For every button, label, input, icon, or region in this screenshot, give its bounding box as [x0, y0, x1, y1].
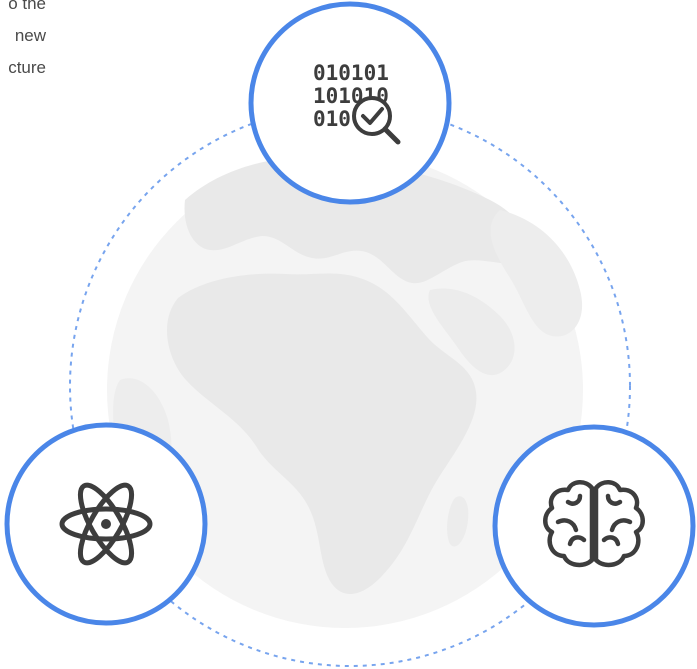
partial-text-line-3: cture — [8, 58, 46, 77]
node-data-analysis[interactable]: 010101 101010 010 — [248, 1, 452, 205]
orbit-ring — [69, 105, 631, 667]
atom-icon — [59, 482, 153, 566]
partial-text-line-1: o the — [8, 0, 46, 13]
partial-text-line-2: new — [14, 26, 46, 45]
node-intelligence[interactable] — [492, 424, 696, 628]
globe-background — [107, 152, 583, 628]
binary-data-magnifier-check-icon: 010101 101010 010 — [313, 61, 401, 145]
node-science[interactable] — [4, 422, 208, 626]
binary-row-1: 010101 — [313, 61, 389, 85]
partial-paragraph: o the new cture — [0, 0, 46, 90]
binary-row-3: 010 — [313, 107, 351, 131]
node-circle-top — [248, 1, 452, 205]
brain-icon — [543, 480, 645, 568]
